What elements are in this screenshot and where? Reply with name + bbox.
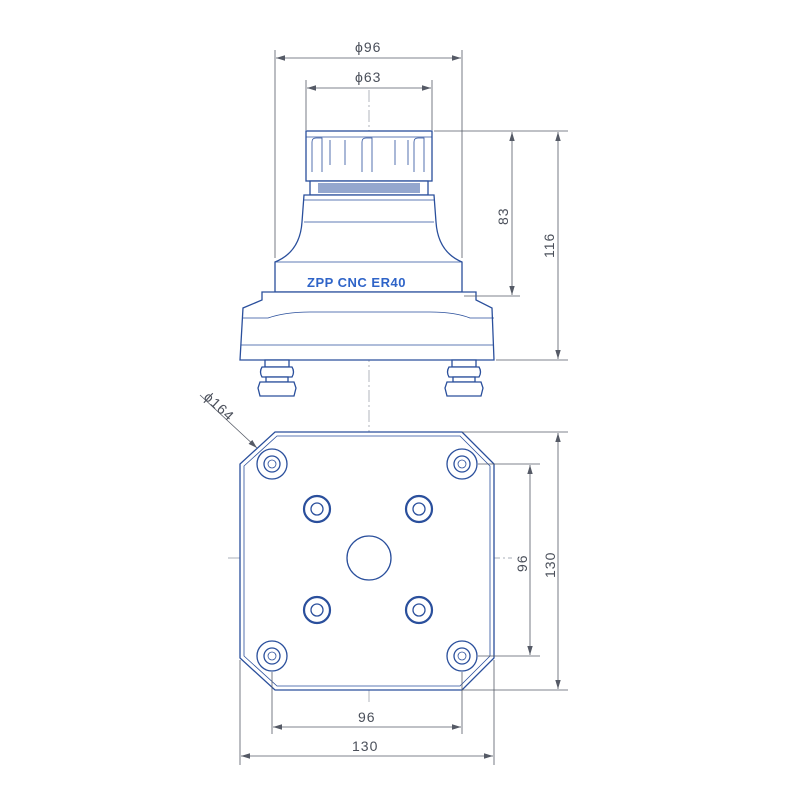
corner-hole-bottom-left <box>256 640 288 672</box>
svg-text:ϕ96: ϕ96 <box>355 39 381 55</box>
bolt-hole-upper-left <box>302 494 332 524</box>
dimension-nut-diameter: ϕ63 <box>305 69 433 130</box>
base-plate-side <box>239 291 495 361</box>
svg-text:83: 83 <box>495 207 511 225</box>
dimension-plate-width: 130 <box>239 660 495 765</box>
bolt-hole-lower-right <box>404 595 434 625</box>
pull-stud-left <box>257 359 297 397</box>
svg-text:130: 130 <box>352 738 378 754</box>
thread-band <box>309 180 429 196</box>
corner-hole-bottom-right <box>446 640 478 672</box>
dimension-height-total: 116 <box>496 130 568 361</box>
svg-text:ϕ164: ϕ164 <box>201 388 238 424</box>
dimension-flange-diameter: ϕ96 <box>274 39 463 258</box>
top-view <box>239 431 495 691</box>
svg-text:116: 116 <box>541 233 557 258</box>
bolt-hole-upper-right <box>404 494 434 524</box>
svg-text:96: 96 <box>358 709 376 725</box>
corner-hole-top-left <box>256 448 288 480</box>
svg-text:ϕ63: ϕ63 <box>355 69 381 85</box>
dimension-plate-height: 130 <box>462 431 568 691</box>
pull-stud-right <box>444 359 484 397</box>
center-bore <box>346 535 392 581</box>
collet-nut <box>305 130 433 182</box>
brand-label: ZPP CNC ER40 <box>307 275 406 290</box>
corner-hole-top-right <box>446 448 478 480</box>
dimension-base-diameter: ϕ164 <box>199 388 258 449</box>
bolt-hole-lower-left <box>302 595 332 625</box>
dimension-hole-spacing-vertical: 96 <box>478 463 540 657</box>
svg-text:96: 96 <box>514 554 530 572</box>
side-view: ZPP CNC ER40 <box>239 130 495 397</box>
dimension-height-upper: 83 <box>434 130 520 297</box>
svg-text:130: 130 <box>542 552 558 578</box>
dimension-hole-spacing-horizontal: 96 <box>271 672 463 734</box>
